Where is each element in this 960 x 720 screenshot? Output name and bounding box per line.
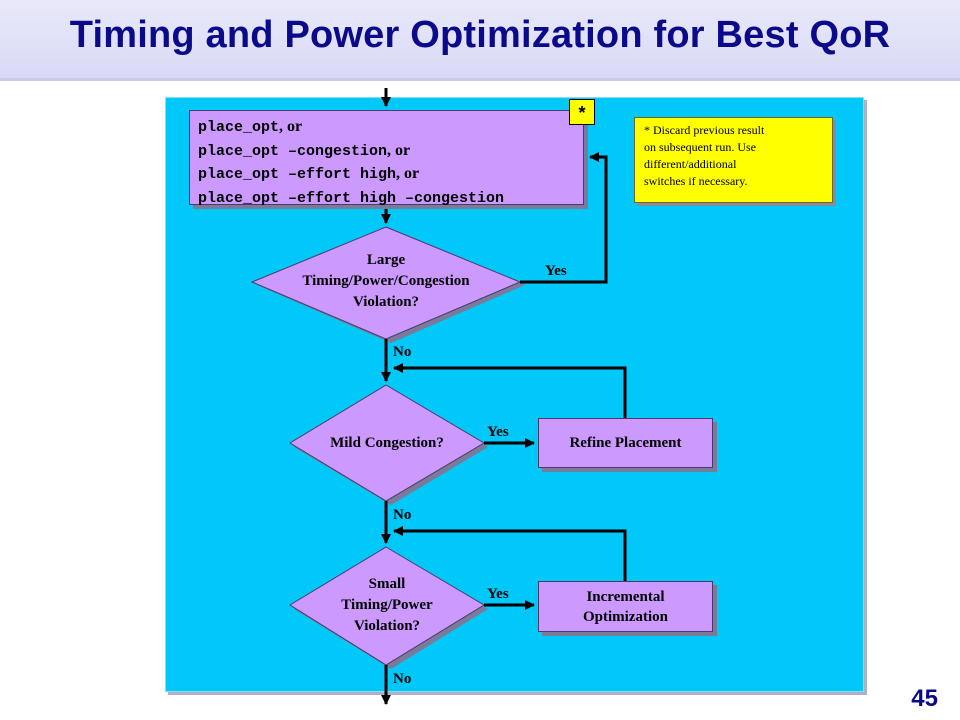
decision3-label: Small Timing/Power Violation? bbox=[341, 576, 433, 634]
edge-label-yes: Yes bbox=[487, 586, 509, 602]
arrow-refine-loop bbox=[393, 363, 627, 418]
edge-label-no: No bbox=[393, 344, 412, 360]
edge-label-no: No bbox=[393, 671, 412, 687]
edge-label-no: No bbox=[393, 507, 412, 523]
arrow-d1-yes-loop bbox=[520, 152, 608, 284]
title-bar: Timing and Power Optimization for Best Q… bbox=[0, 0, 960, 81]
incremental-optimization-box: Incremental Optimization bbox=[538, 581, 713, 632]
opt-line-2: place_opt –congestion, or bbox=[198, 141, 411, 160]
opt-line-3: place_opt –effort high, or bbox=[198, 165, 420, 183]
place-opt-box: place_opt, or place_opt –congestion, or … bbox=[189, 110, 584, 207]
edge-label-yes: Yes bbox=[545, 263, 567, 279]
note-line: * Discard previous result bbox=[644, 123, 765, 137]
page-number: 45 bbox=[911, 685, 938, 712]
refine-placement-box: Refine Placement bbox=[538, 418, 713, 468]
decision2-label: Mild Congestion? bbox=[330, 435, 444, 451]
opt-line-1: place_opt, or bbox=[198, 118, 303, 136]
decision1-label: Large Timing/Power/Congestion Violation? bbox=[302, 252, 470, 310]
note-line: on subsequent run. Use bbox=[644, 140, 756, 154]
note-line: different/additional bbox=[644, 157, 737, 171]
slide-title: Timing and Power Optimization for Best Q… bbox=[69, 14, 891, 56]
opt-line-4: place_opt –effort high –congestion bbox=[198, 189, 505, 207]
footnote-note: * Discard previous result on subsequent … bbox=[634, 117, 833, 203]
arrow-incremental-loop bbox=[393, 526, 627, 581]
footnote-marker: * bbox=[569, 99, 595, 125]
edge-label-yes: Yes bbox=[487, 424, 509, 440]
note-line: switches if necessary. bbox=[644, 174, 748, 188]
